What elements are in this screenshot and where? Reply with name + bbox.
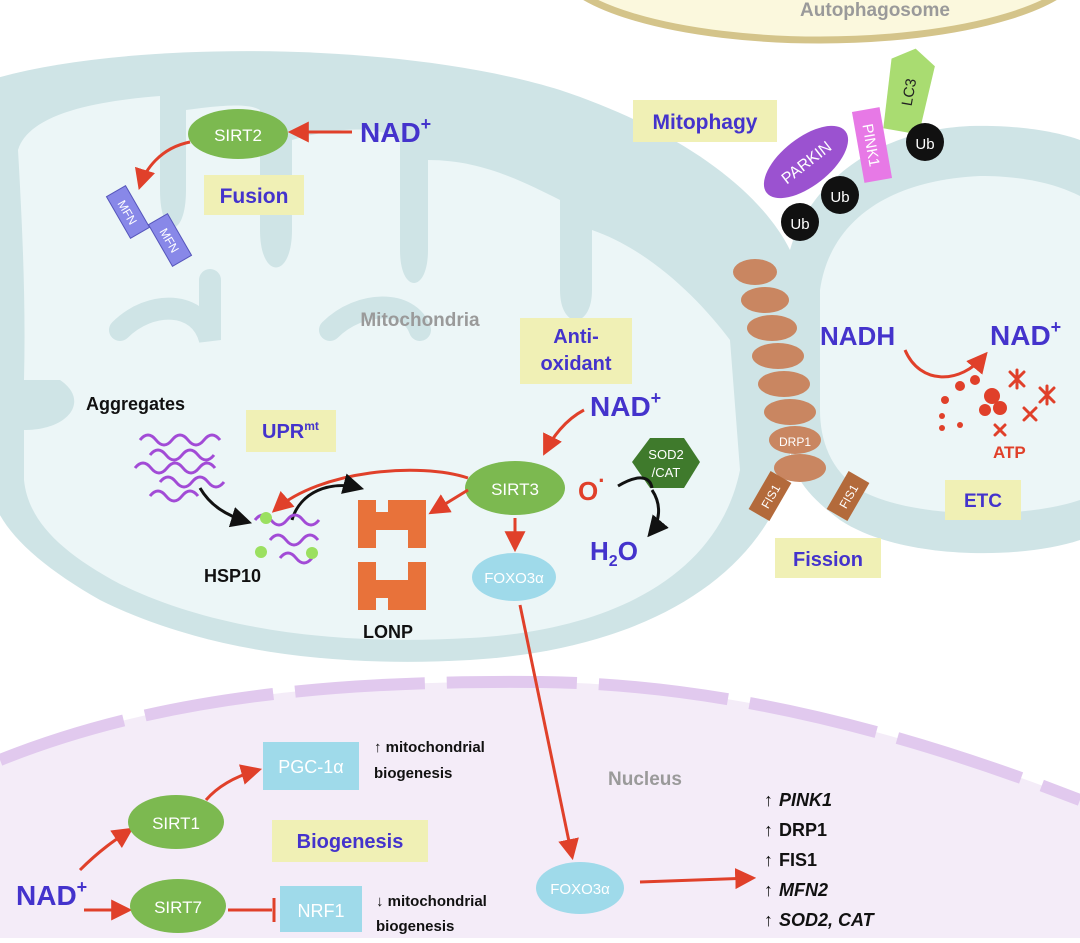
gene-mfn2: ↑MFN2 <box>764 880 828 900</box>
svg-text:Biogenesis: Biogenesis <box>297 831 404 853</box>
pink1: PINK1 <box>851 107 893 183</box>
foxo3a-nucleus: FOXO3α <box>536 862 624 914</box>
main-mitochondrion: Mitochondria <box>0 51 790 662</box>
etc-box: ETC <box>945 480 1021 520</box>
svg-text:Ub: Ub <box>830 189 849 206</box>
atp-label: ATP <box>993 443 1026 462</box>
biogenesis-down-2: biogenesis <box>376 918 454 935</box>
lonp <box>358 500 426 610</box>
antioxidant-box: Anti- oxidant <box>520 318 632 384</box>
svg-text:Anti-: Anti- <box>553 326 599 348</box>
mitochondria-label: Mitochondria <box>360 310 480 331</box>
svg-text:Fusion: Fusion <box>220 185 289 208</box>
uprmt-box: UPRmt <box>246 410 336 452</box>
fission-box: Fission <box>775 538 881 578</box>
svg-text:SIRT3: SIRT3 <box>491 480 539 499</box>
nad-fusion: NAD+ <box>360 114 431 148</box>
sirt3-oval: SIRT3 <box>465 461 565 515</box>
svg-text:Mitophagy: Mitophagy <box>653 111 758 134</box>
svg-text:LC3: LC3 <box>899 77 921 107</box>
autophagosome-label: Autophagosome <box>800 0 950 21</box>
svg-text:ETC: ETC <box>964 491 1002 512</box>
nad-nucleus: NAD+ <box>16 877 87 911</box>
sirt1-oval: SIRT1 <box>128 795 224 849</box>
biogenesis-down: ↓ mitochondrial <box>376 893 487 910</box>
atp-stars <box>993 368 1056 437</box>
sod2-cat: SOD2 /CAT <box>632 438 700 488</box>
nucleus-label: Nucleus <box>608 769 682 790</box>
svg-text:SOD2: SOD2 <box>648 447 683 462</box>
fusion-box: Fusion <box>204 175 304 215</box>
svg-text:Ub: Ub <box>915 136 934 153</box>
right-mitochondrion <box>790 125 1080 554</box>
gene-pink1: ↑PINK1 <box>764 790 832 810</box>
gene-fis1: ↑FIS1 <box>764 850 817 870</box>
biogenesis-up-2: biogenesis <box>374 765 452 782</box>
pgc1a-box: PGC-1α <box>263 742 359 790</box>
gene-sod2-cat: ↑SOD2, CAT <box>764 910 876 930</box>
target-gene-list: ↑PINK1 ↑DRP1 ↑FIS1 ↑MFN2 ↑SOD2, CAT <box>764 790 876 930</box>
aggregates-label: Aggregates <box>86 394 185 414</box>
atp-particles <box>939 375 1007 431</box>
h2o-label: H2O <box>590 536 638 570</box>
biogenesis-box: Biogenesis <box>272 820 428 862</box>
svg-text:NRF1: NRF1 <box>297 901 344 921</box>
hsp10-label: HSP10 <box>204 566 261 586</box>
nad-etc: NAD+ <box>990 317 1061 351</box>
autophagosome: Autophagosome <box>583 0 1057 44</box>
ub-2: Ub <box>821 176 859 214</box>
hsp10 <box>253 512 321 565</box>
svg-text:FOXO3α: FOXO3α <box>484 570 544 587</box>
svg-text:oxidant: oxidant <box>540 353 611 375</box>
nadh-label: NADH <box>820 321 895 351</box>
svg-text:SIRT2: SIRT2 <box>214 126 262 145</box>
svg-text:SIRT1: SIRT1 <box>152 814 200 833</box>
svg-text:/CAT: /CAT <box>652 465 681 480</box>
biogenesis-up: ↑ mitochondrial <box>374 739 485 756</box>
drp1-ring: DRP1 <box>733 259 826 482</box>
svg-text:Ub: Ub <box>790 216 809 233</box>
nrf1-box: NRF1 <box>280 886 362 932</box>
svg-text:FOXO3α: FOXO3α <box>550 881 610 898</box>
svg-text:SIRT7: SIRT7 <box>154 898 202 917</box>
ub-1: Ub <box>906 123 944 161</box>
svg-text:Fission: Fission <box>793 549 863 571</box>
nad-sirt3: NAD+ <box>590 388 661 422</box>
gene-drp1: ↑DRP1 <box>764 820 827 840</box>
sirt7-oval: SIRT7 <box>130 879 226 933</box>
lonp-label: LONP <box>363 622 413 642</box>
lc3: LC3 <box>883 48 935 135</box>
superoxide-label: O· <box>578 468 606 506</box>
ub-3: Ub <box>781 203 819 241</box>
foxo3a-mito: FOXO3α <box>472 553 556 601</box>
sirt2-oval: SIRT2 <box>188 109 288 159</box>
svg-text:PGC-1α: PGC-1α <box>278 757 343 777</box>
aggregates-squiggles <box>133 433 226 503</box>
svg-text:UPRmt: UPRmt <box>262 419 319 443</box>
mitophagy-box: Mitophagy <box>633 100 777 142</box>
drp1-label: DRP1 <box>779 435 811 449</box>
